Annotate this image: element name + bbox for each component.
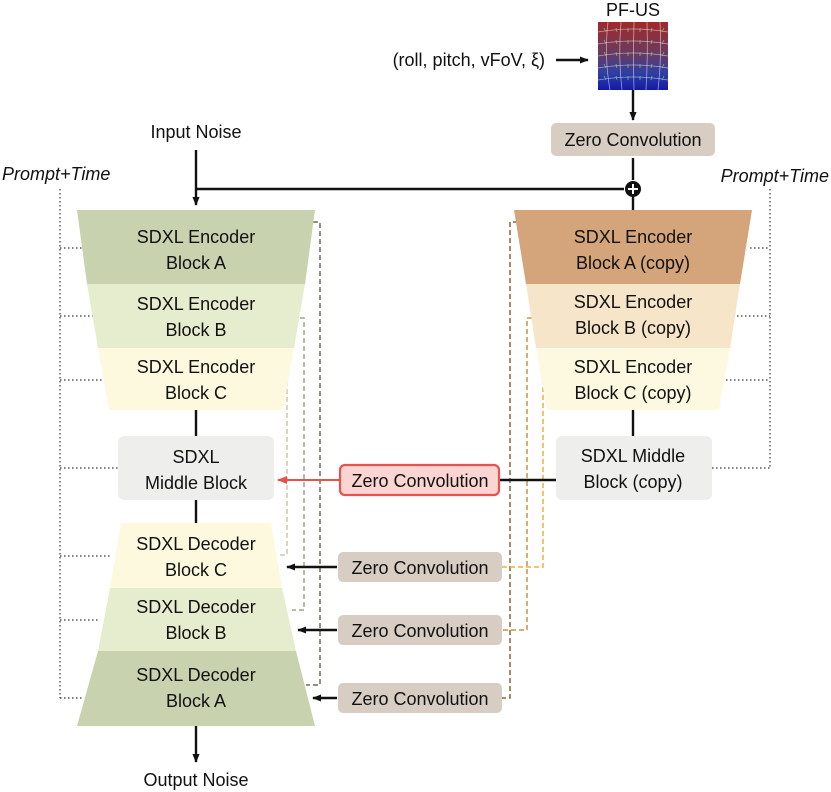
prompt-time-right-bracket	[712, 189, 771, 469]
copy-a-line1: SDXL Encoder	[574, 227, 692, 247]
sdxl-middle-block	[118, 436, 274, 500]
enc-c-line1: SDXL Encoder	[137, 357, 255, 377]
sdxl-encoder-block-c	[98, 348, 294, 410]
prompt-time-left-label: Prompt+Time	[2, 164, 110, 184]
pfus-image	[597, 21, 669, 91]
dec-b-line2: Block B	[165, 623, 226, 643]
pfus-title: PF-US	[606, 0, 660, 20]
sdxl-encoder-block-c-copy	[536, 348, 730, 410]
sdxl-encoder-block-b-copy	[526, 284, 740, 348]
zero-conv-dec-c-label: Zero Convolution	[351, 558, 488, 578]
zero-conv-top: Zero Convolution	[551, 123, 715, 156]
dec-c-line2: Block C	[165, 560, 227, 580]
copy-middle-line2: Block (copy)	[583, 472, 682, 492]
copy-middle-line1: SDXL Middle	[581, 446, 685, 466]
sdxl-encoder-block-a-copy	[514, 210, 752, 284]
copy-c-line1: SDXL Encoder	[574, 357, 692, 377]
zero-conv-middle-highlighted: Zero Convolution	[338, 463, 501, 497]
enc-b-line2: Block B	[165, 320, 226, 340]
input-noise-label: Input Noise	[150, 122, 241, 142]
sdxl-decoder-block-b	[98, 588, 296, 651]
zero-conv-top-label: Zero Convolution	[564, 130, 701, 150]
sdxl-decoder-block-c	[110, 523, 282, 588]
left-unet: SDXL Encoder Block A SDXL Encoder Block …	[77, 210, 315, 726]
zero-conv-dec-a: Zero Convolution	[338, 683, 502, 713]
zero-conv-dec-c: Zero Convolution	[338, 552, 502, 582]
enc-a-line2: Block A	[166, 253, 226, 273]
camera-params-label: (roll, pitch, vFoV, ξ)	[393, 50, 545, 70]
enc-c-line2: Block C	[165, 383, 227, 403]
prompt-time-right-label: Prompt+Time	[721, 166, 829, 186]
middle-line1: SDXL	[172, 447, 219, 467]
zero-conv-dec-b: Zero Convolution	[338, 615, 502, 645]
sdxl-middle-block-copy	[556, 436, 712, 500]
zero-conv-dec-a-label: Zero Convolution	[351, 689, 488, 709]
middle-line2: Middle Block	[145, 473, 248, 493]
right-controlnet: SDXL Encoder Block A (copy) SDXL Encoder…	[514, 210, 752, 500]
output-noise-label: Output Noise	[143, 770, 248, 790]
copy-c-line2: Block C (copy)	[574, 383, 691, 403]
enc-a-line1: SDXL Encoder	[137, 227, 255, 247]
sdxl-decoder-block-a	[77, 651, 315, 726]
sdxl-encoder-block-a	[77, 210, 315, 284]
dec-a-line2: Block A	[166, 691, 226, 711]
sum-junction-icon	[625, 181, 641, 197]
main-connectors	[192, 56, 637, 763]
sdxl-encoder-block-b	[87, 284, 305, 348]
zero-conv-dec-b-label: Zero Convolution	[351, 621, 488, 641]
copy-b-line1: SDXL Encoder	[574, 292, 692, 312]
dec-c-line1: SDXL Decoder	[136, 534, 255, 554]
copy-a-line2: Block A (copy)	[576, 253, 690, 273]
enc-b-line1: SDXL Encoder	[137, 294, 255, 314]
zero-conv-middle-label: Zero Convolution	[351, 471, 488, 491]
dec-b-line1: SDXL Decoder	[136, 597, 255, 617]
copy-b-line2: Block B (copy)	[575, 318, 691, 338]
dec-a-line1: SDXL Decoder	[136, 665, 255, 685]
